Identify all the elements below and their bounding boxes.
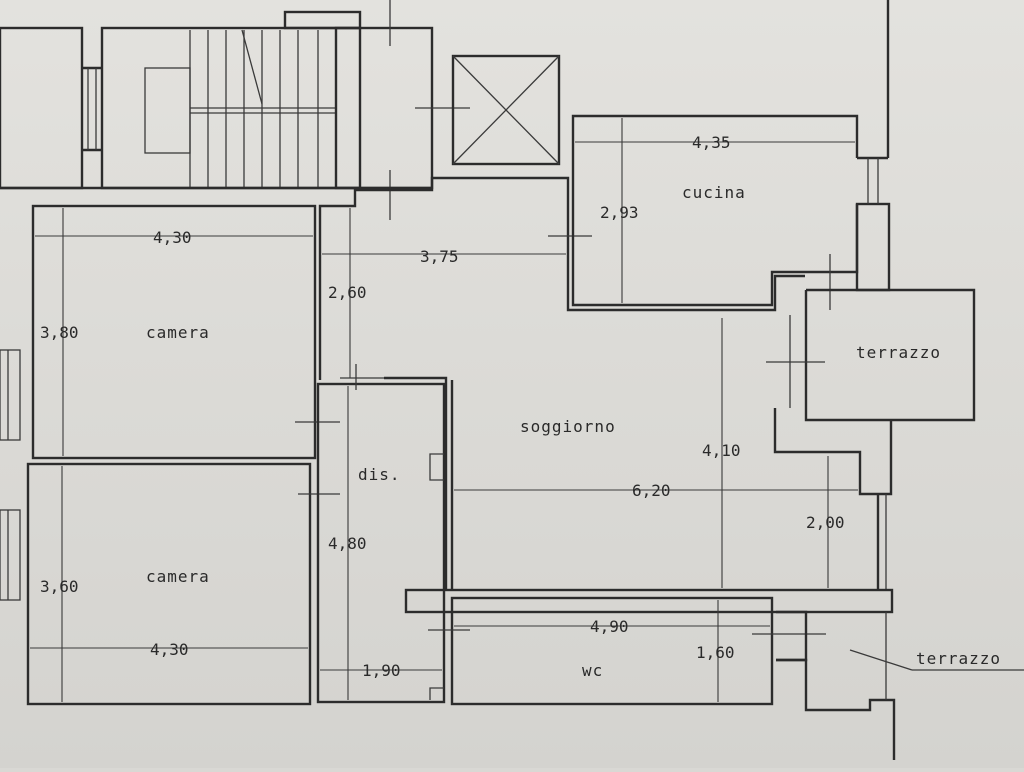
dim-soggiorno-height: 4,10 — [702, 441, 741, 460]
dim-camera-bottom-width: 4,30 — [150, 640, 189, 659]
dim-soggiorno-width: 6,20 — [632, 481, 671, 500]
dim-hall-height: 2,60 — [328, 283, 367, 302]
room-camera-bottom — [26, 462, 340, 706]
dim-wc-height: 1,60 — [696, 643, 735, 662]
dim-camera-top-width: 4,30 — [153, 228, 192, 247]
label-camera-top: camera — [146, 323, 210, 342]
label-terrazzo-bottom: terrazzo — [916, 649, 1001, 668]
dim-hall-width: 3,75 — [420, 247, 459, 266]
dim-cucina-height: 2,93 — [600, 203, 639, 222]
dim-dis-width: 1,90 — [362, 661, 401, 680]
terrazzo-right — [766, 288, 976, 422]
label-cucina: cucina — [682, 183, 746, 202]
label-soggiorno: soggiorno — [520, 417, 616, 436]
dim-camera-bottom-height: 3,60 — [40, 577, 79, 596]
room-soggiorno — [384, 318, 893, 590]
right-walls — [855, 0, 891, 292]
label-dis: dis. — [358, 465, 401, 484]
lift-shaft — [451, 54, 561, 166]
dim-camera-top-height: 3,80 — [40, 323, 79, 342]
dim-cucina-width: 4,35 — [692, 133, 731, 152]
room-wc — [404, 588, 894, 706]
left-walls — [0, 26, 432, 601]
dim-dis-height: 4,80 — [328, 534, 367, 553]
dim-wc-width: 4,90 — [590, 617, 629, 636]
label-terrazzo-right: terrazzo — [856, 343, 941, 362]
room-dis — [316, 364, 446, 704]
label-wc: wc — [582, 661, 603, 680]
dim-soggiorno-side: 2,00 — [806, 513, 845, 532]
hall — [318, 176, 805, 380]
terrazzo-bottom — [776, 610, 1024, 760]
room-camera-top — [31, 204, 340, 460]
label-camera-bottom: camera — [146, 567, 210, 586]
